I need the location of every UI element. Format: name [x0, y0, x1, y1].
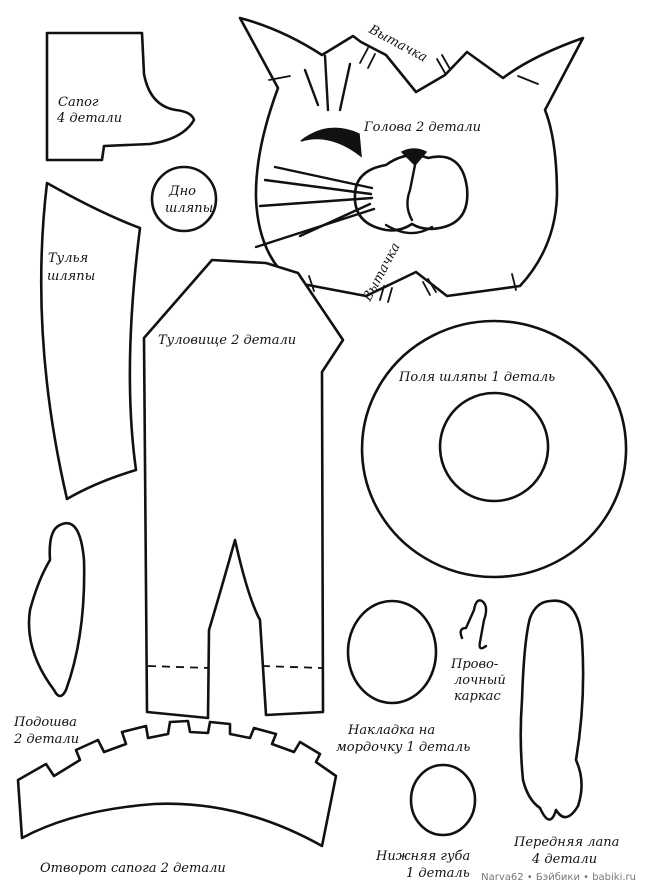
head-piece: Голова 2 детали Вытачка Вытачка: [238, 16, 585, 305]
wire-frame-label-3: каркас: [454, 689, 501, 704]
torso-label: Туловище 2 детали: [158, 333, 296, 348]
boot-label-1: Сапог: [58, 95, 99, 110]
front-paw-label-1: Передняя лапа: [513, 835, 619, 850]
hat-brim-label: Поля шляпы 1 деталь: [398, 370, 555, 385]
boot-cuff-label: Отворот сапога 2 детали: [40, 861, 226, 876]
hat-crown-label-2: шляпы: [47, 269, 95, 284]
front-paw-label-2: 4 детали: [531, 852, 597, 867]
wire-frame-label-1: Прово-: [450, 657, 498, 672]
sole-piece: Подошва 2 детали: [13, 522, 86, 747]
hat-bottom-label-2: шляпы: [165, 201, 213, 216]
lower-lip-piece: Нижняя губа 1 деталь: [375, 763, 477, 881]
hat-brim-piece: Поля шляпы 1 деталь: [360, 319, 628, 579]
hat-bottom-piece: Дно шляпы: [150, 165, 218, 233]
muzzle-patch-label-2: мордочку 1 деталь: [336, 740, 470, 755]
muzzle-patch-piece: Накладка на мордочку 1 деталь: [336, 599, 470, 755]
nose-icon: [400, 148, 428, 167]
torso-piece: Туловище 2 детали: [142, 258, 345, 720]
muzzle-patch-label-1: Накладка на: [347, 723, 435, 738]
hat-crown-label-1: Тулья: [48, 251, 88, 266]
eye-icon: [300, 127, 362, 158]
front-paw-piece: Передняя лапа 4 детали: [513, 599, 619, 867]
sole-label-1: Подошва: [13, 715, 77, 730]
wire-frame-piece: Прово- лочный каркас: [450, 599, 506, 704]
boot-label-2: 4 детали: [56, 111, 122, 126]
wire-frame-label-2: лочный: [454, 673, 506, 688]
boot-cuff-piece: Отворот сапога 2 детали: [16, 719, 338, 876]
head-label: Голова 2 детали: [363, 120, 481, 135]
lower-lip-label-1: Нижняя губа: [375, 849, 470, 864]
sole-label-2: 2 детали: [13, 732, 79, 747]
hat-bottom-label-1: Дно: [168, 184, 196, 199]
boot-piece: Сапог 4 детали: [45, 31, 196, 162]
watermark-text: Narva62 • Бэйбики • babiki.ru: [481, 872, 636, 883]
lower-lip-label-2: 1 деталь: [406, 866, 470, 881]
hat-crown-piece: Тулья шляпы: [39, 181, 142, 501]
